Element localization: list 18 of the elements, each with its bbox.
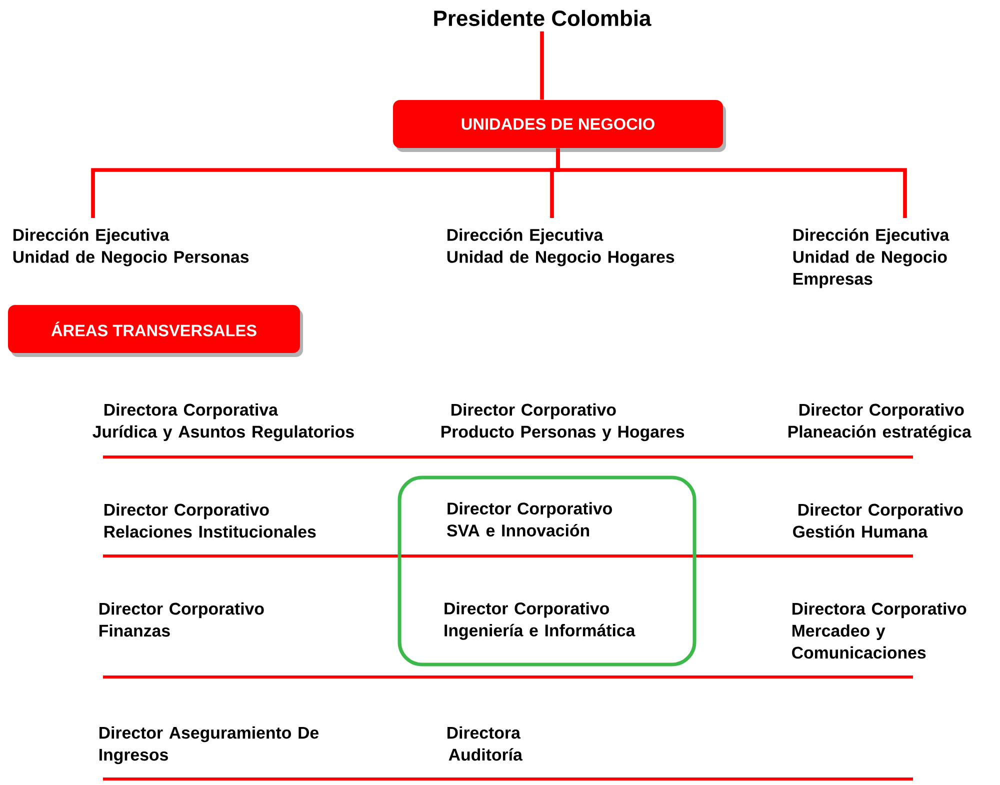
- section-banner: ÁREAS TRANSVERSALES: [8, 305, 303, 357]
- job-title-text: Director Corporativo Planeación estratégica: [788, 403, 972, 442]
- section-banner: UNIDADES DE NEGOCIO: [393, 100, 726, 152]
- chart-title: Presidente Colombia: [434, 10, 652, 26]
- connector-line: [540, 31, 544, 100]
- unit-heading: Dirección Ejecutiva Unidad de Negocio Hogares: [447, 228, 674, 266]
- unit-heading: Dirección Ejecutiva Unidad de Negocio Personas: [13, 228, 249, 266]
- job-title-text: Directora Auditoría: [448, 726, 522, 761]
- unit-heading: Dirección Ejecutiva Unidad de Negocio Empresas: [793, 228, 950, 288]
- job-title-text: Director Aseguramiento De Ingresos: [100, 726, 318, 764]
- job-title-text: Directora Corporativo Mercadeo y Comunicaciones: [792, 602, 966, 659]
- connector-line: [556, 148, 907, 218]
- job-title-text: Director Corporativo Producto Personas y Hogares: [441, 403, 684, 442]
- job-title-text: Directora Corporativa Jurídica y Asuntos Regulatorios: [92, 403, 354, 442]
- job-title-text: Director Corporativo Finanzas: [100, 602, 264, 637]
- job-title-text: Director Corporativo Relaciones Institucionales: [104, 503, 316, 538]
- highlight-box: Director Corporativo SVA e Innovación Director Corporativo Ingeniería e Informática: [398, 476, 696, 666]
- job-title-text: Director Corporativo Gestión Humana: [793, 503, 963, 538]
